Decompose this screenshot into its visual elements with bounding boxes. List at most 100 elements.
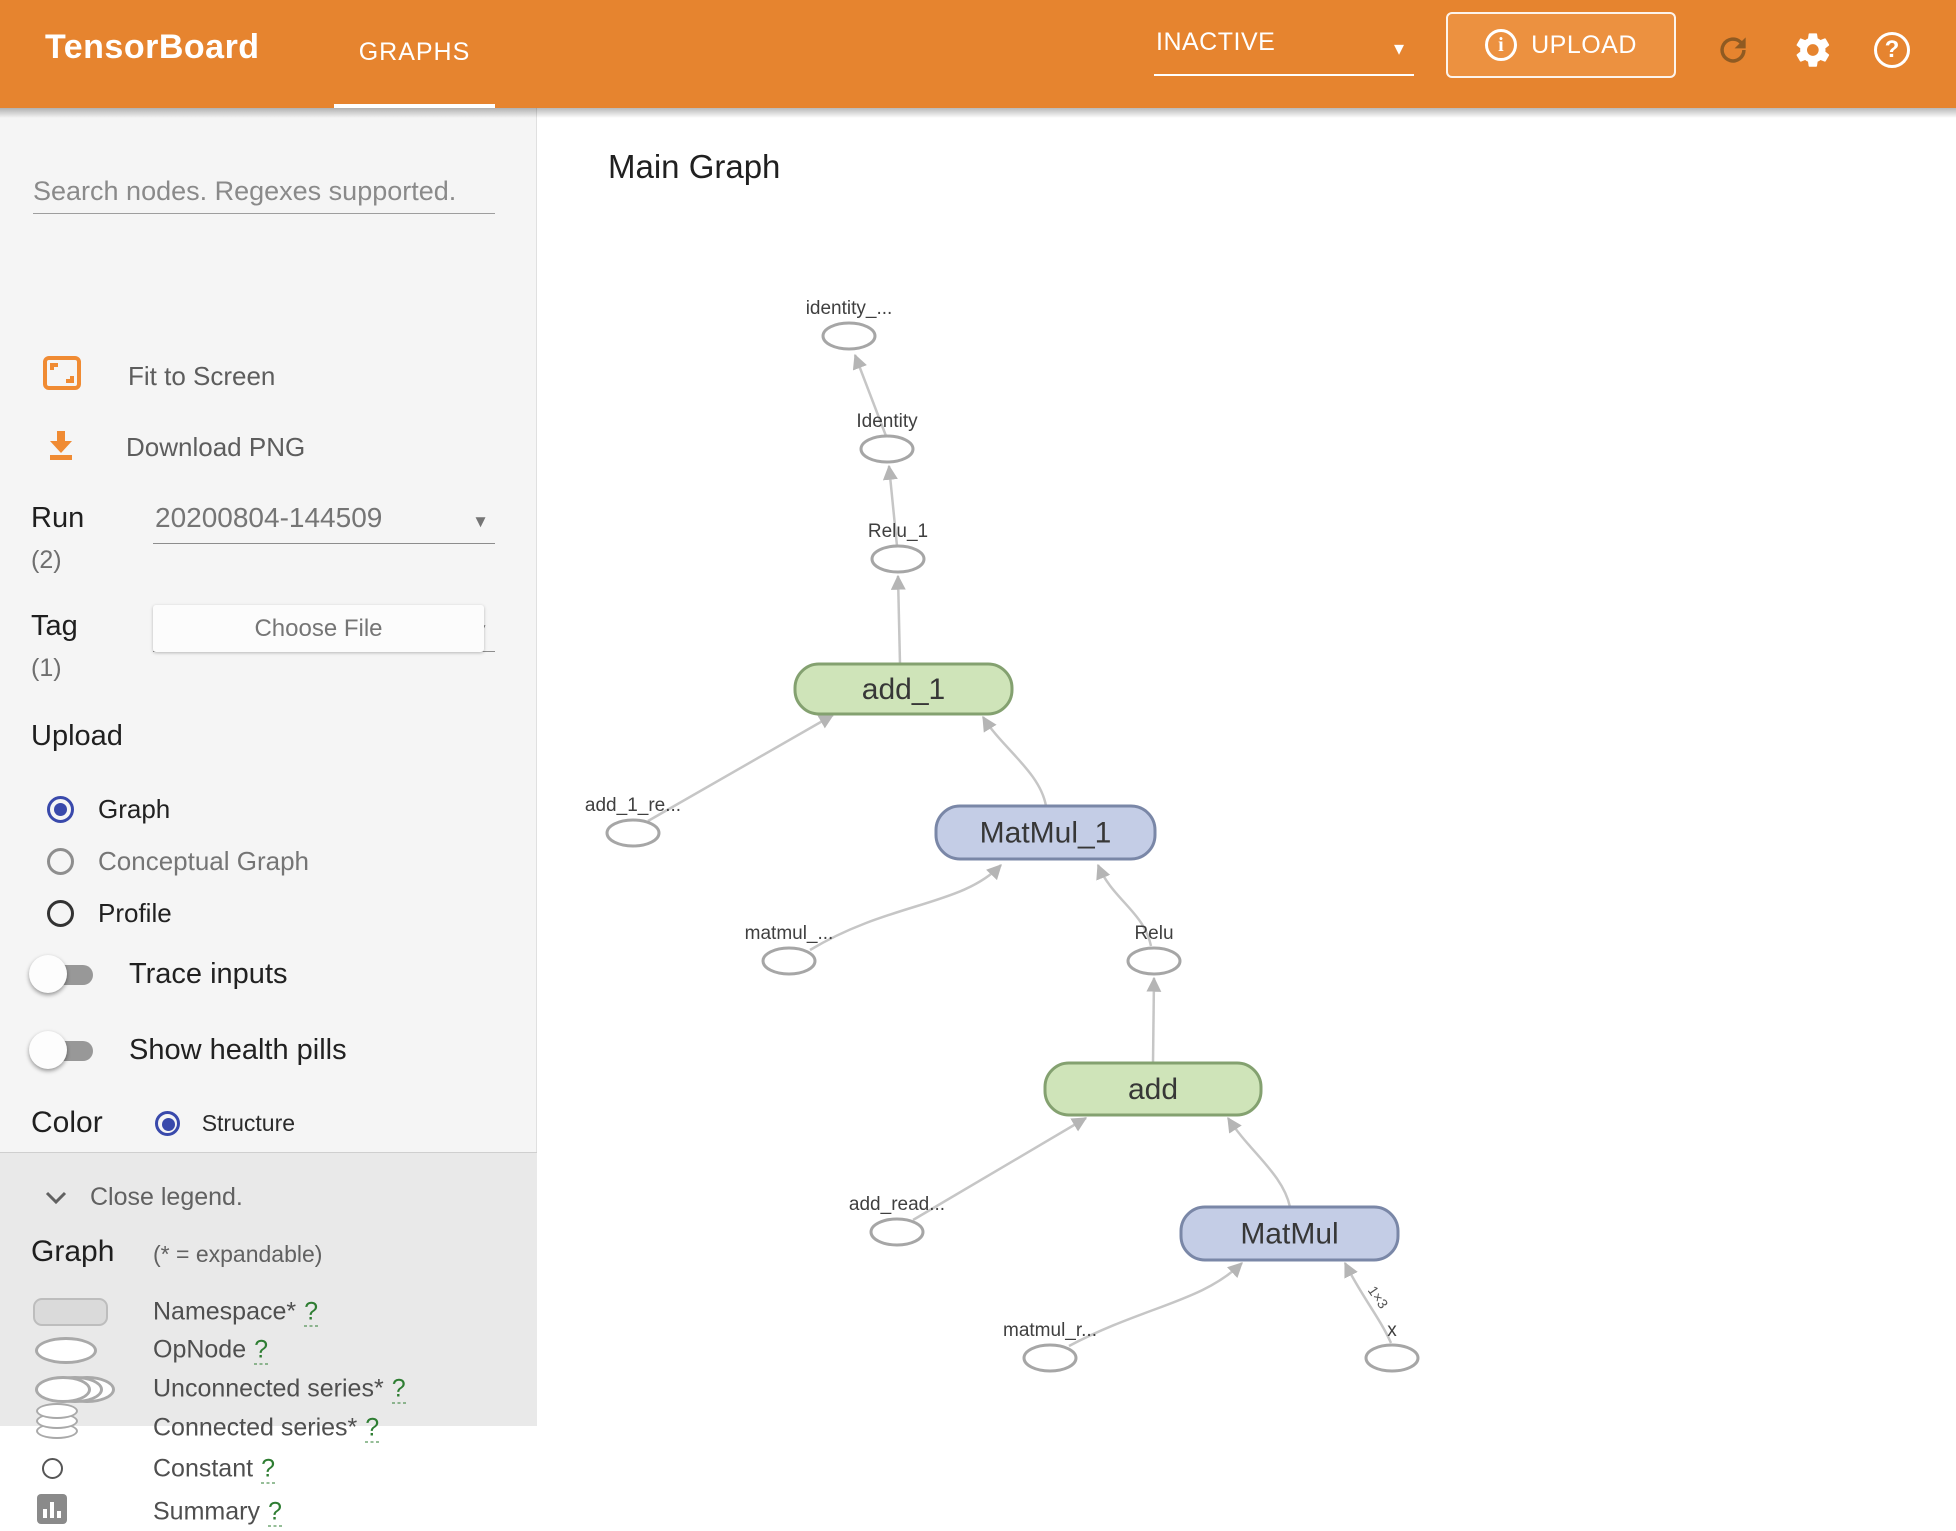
radio-structure[interactable] — [154, 1110, 180, 1136]
graph-edge — [647, 713, 835, 823]
legend-panel: Close legend. Graph (* = expandable) Nam… — [0, 1152, 537, 1527]
legend-item-constant: Constant? — [0, 1450, 537, 1488]
upload-button-label: UPLOAD — [1531, 30, 1637, 59]
node-label: MatMul_1 — [980, 817, 1112, 850]
download-png-button[interactable]: Download PNG — [42, 425, 305, 470]
legend-title: Graph — [31, 1235, 115, 1268]
graph-edge — [981, 715, 1048, 807]
opnode-icon — [35, 1337, 97, 1364]
status-value: INACTIVE — [1156, 28, 1276, 56]
graph-node-add_1_re[interactable]: add_1_re... — [585, 795, 681, 848]
chevron-down-icon: ▼ — [472, 512, 489, 531]
node-label: add_1 — [862, 673, 945, 706]
help-icon[interactable]: ? — [1870, 28, 1914, 72]
legend-subtitle: (* = expandable) — [153, 1241, 323, 1267]
node-label: matmul_r... — [1003, 1320, 1097, 1341]
upload-button[interactable]: i UPLOAD — [1446, 12, 1676, 78]
help-link[interactable]: ? — [254, 1335, 269, 1365]
legend-item-connected-series: Connected series*? — [0, 1403, 537, 1447]
upload-label: Upload — [31, 720, 123, 752]
choose-file-button[interactable]: Choose File — [153, 605, 484, 652]
settings-gear-icon[interactable] — [1791, 28, 1835, 72]
run-label: Run — [31, 502, 85, 534]
info-icon: i — [1485, 29, 1518, 61]
graph-node-MatMul[interactable]: MatMul — [1179, 1205, 1400, 1262]
graph-node-add[interactable]: add — [1043, 1061, 1263, 1117]
node-label: add_read... — [849, 1194, 945, 1215]
fit-to-screen-icon — [42, 355, 82, 398]
app-title: TensorBoard — [45, 28, 260, 66]
node-label: Identity — [856, 411, 918, 432]
node-label: matmul_... — [745, 923, 834, 944]
unconnected-series-icon — [35, 1376, 121, 1403]
graph-node-Identity[interactable]: Identity — [856, 411, 918, 464]
chevron-down-icon: ▾ — [1393, 38, 1404, 60]
namespace-icon — [33, 1298, 108, 1326]
legend-item-namespace: Namespace*? — [0, 1293, 537, 1331]
radio-profile[interactable]: Profile — [47, 898, 172, 929]
graph-node-x[interactable]: x — [1364, 1320, 1420, 1373]
connected-series-icon — [36, 1403, 80, 1443]
graph-node-add_1[interactable]: add_1 — [793, 662, 1014, 716]
node-label: x — [1387, 1320, 1397, 1341]
graph-edge — [1146, 976, 1162, 1064]
node-label: identity_... — [806, 298, 893, 319]
status-dropdown[interactable]: INACTIVE ▾ — [1154, 20, 1414, 76]
legend-item-opnode: OpNode? — [0, 1331, 537, 1369]
color-label: Color — [31, 1106, 103, 1139]
refresh-icon[interactable] — [1711, 28, 1755, 72]
download-icon — [42, 425, 80, 470]
node-label: add — [1128, 1073, 1178, 1106]
run-count: (2) — [31, 546, 62, 574]
help-link[interactable]: ? — [267, 1497, 282, 1527]
download-png-label: Download PNG — [126, 432, 306, 462]
graph-node-Relu[interactable]: Relu — [1126, 923, 1182, 976]
radio-selected-icon — [47, 796, 74, 823]
help-link[interactable]: ? — [304, 1297, 319, 1327]
node-label: Relu_1 — [868, 521, 928, 542]
help-link[interactable]: ? — [261, 1454, 275, 1484]
toggle-off-icon — [29, 1030, 93, 1069]
legend-item-summary: Summary? — [0, 1493, 537, 1531]
graph-edge — [809, 864, 1002, 952]
node-label: Relu — [1134, 923, 1173, 944]
search-input[interactable] — [33, 170, 495, 214]
graph-edge — [1226, 1116, 1292, 1208]
graph-node-MatMul_1[interactable]: MatMul_1 — [934, 804, 1157, 861]
chevron-down-icon — [45, 1191, 67, 1204]
structure-label: Structure — [201, 1109, 296, 1136]
radio-graph[interactable]: Graph — [47, 794, 170, 825]
graph-edge — [1096, 863, 1153, 947]
graph-edge — [882, 464, 899, 547]
tab-graphs[interactable]: GRAPHS — [358, 37, 471, 66]
graph-edge — [1343, 1261, 1393, 1344]
edge-label: 1×3 — [1365, 1283, 1392, 1312]
help-link[interactable]: ? — [391, 1374, 406, 1404]
graph-node-add_read[interactable]: add_read... — [849, 1194, 945, 1247]
run-dropdown[interactable]: 20200804-144509 ▼ — [153, 500, 495, 544]
summary-icon — [37, 1494, 67, 1524]
help-link[interactable]: ? — [365, 1413, 380, 1443]
graph-edge — [1068, 1262, 1243, 1348]
graph-node-identity-out[interactable]: identity_... — [806, 298, 893, 351]
radio-conceptual-graph[interactable]: Conceptual Graph — [47, 846, 309, 877]
sidebar: Fit to Screen Download PNG Run (2) 20200… — [0, 108, 537, 1527]
node-label: add_1_re... — [585, 795, 681, 816]
app-header: TensorBoard GRAPHS INACTIVE ▾ i UPLOAD ? — [0, 0, 1956, 108]
show-health-pills-toggle[interactable]: Show health pills — [29, 1030, 347, 1069]
node-label: MatMul — [1240, 1218, 1338, 1251]
fit-to-screen-label: Fit to Screen — [128, 361, 276, 391]
graph-edge — [912, 1116, 1088, 1222]
color-by-row: Color Structure — [31, 1106, 295, 1140]
trace-inputs-toggle[interactable]: Trace inputs — [29, 954, 288, 993]
tag-count: (1) — [31, 654, 62, 682]
graph-node-Relu_1[interactable]: Relu_1 — [868, 521, 928, 574]
close-legend-button[interactable]: Close legend. — [44, 1183, 243, 1212]
graph-node-matmul_r[interactable]: matmul_r... — [1003, 1320, 1097, 1373]
graph-edge — [890, 574, 906, 665]
graph-node-matmul_[interactable]: matmul_... — [745, 923, 834, 976]
fit-to-screen-button[interactable]: Fit to Screen — [42, 355, 275, 398]
legend-item-unconnected-series: Unconnected series*? — [0, 1370, 537, 1408]
